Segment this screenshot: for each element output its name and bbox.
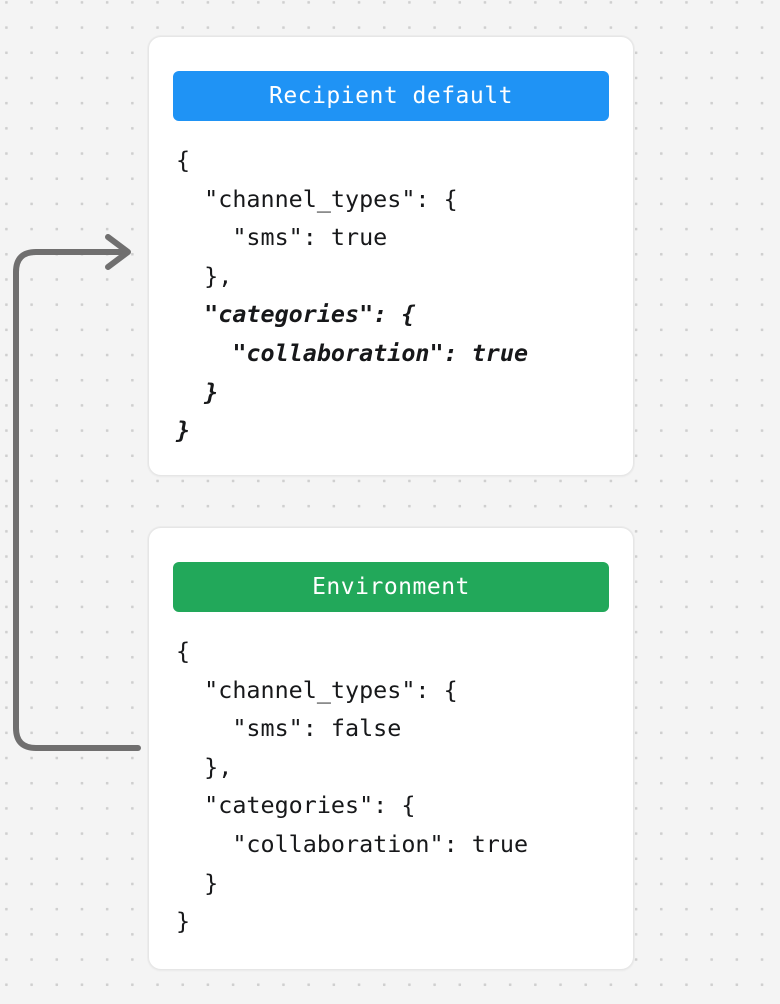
code-line: "sms": true (176, 223, 388, 252)
code-line: }, (176, 261, 233, 290)
code-line: "categories": { (176, 791, 416, 820)
code-line: "channel_types": { (176, 184, 458, 213)
code-line: } (176, 868, 219, 897)
code-line: }, (176, 752, 233, 781)
code-line: } (176, 416, 191, 445)
code-line: { (176, 637, 191, 665)
card-title: Recipient default (269, 82, 513, 109)
code-line: "collaboration": true (176, 338, 529, 367)
card-title: Environment (312, 573, 470, 600)
code-line: } (176, 377, 219, 406)
json-block-environment: { "channel_types": { "sms": false }, "ca… (176, 632, 617, 941)
card-environment[interactable]: Environment { "channel_types": { "sms": … (148, 527, 634, 970)
card-header-environment: Environment (173, 562, 609, 612)
card-recipient-default[interactable]: Recipient default { "channel_types": { "… (148, 36, 634, 476)
json-block-recipient-default: { "channel_types": { "sms": true }, "cat… (176, 141, 617, 450)
card-header-recipient-default: Recipient default (173, 71, 609, 121)
code-line: "categories": { (176, 300, 416, 329)
code-line: } (176, 907, 191, 936)
code-line: "collaboration": true (176, 829, 529, 858)
code-line: "channel_types": { (176, 675, 458, 704)
code-line: "sms": false (176, 714, 402, 743)
code-line: { (176, 146, 191, 174)
